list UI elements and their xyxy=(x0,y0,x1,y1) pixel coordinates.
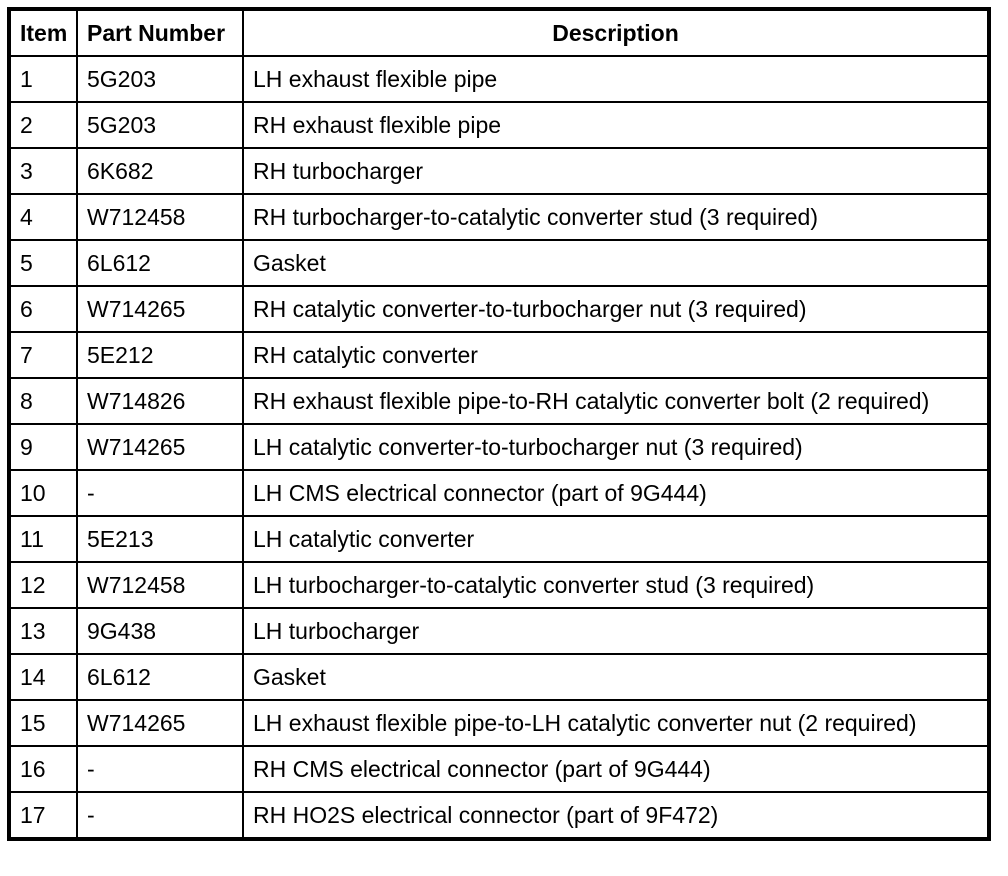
table-row: 5 6L612 Gasket xyxy=(8,239,990,287)
cell-description: RH turbocharger-to-catalytic converter s… xyxy=(242,193,990,241)
table-row: 16 - RH CMS electrical connector (part o… xyxy=(8,745,990,793)
cell-item: 8 xyxy=(8,377,78,425)
table-row: 17 - RH HO2S electrical connector (part … xyxy=(8,791,990,840)
cell-part-number: - xyxy=(76,469,244,517)
table-row: 15 W714265 LH exhaust flexible pipe-to-L… xyxy=(8,699,990,747)
cell-description: RH exhaust flexible pipe xyxy=(242,101,990,149)
cell-item: 3 xyxy=(8,147,78,195)
cell-part-number: W714265 xyxy=(76,699,244,747)
table-header: Item Part Number Description xyxy=(8,8,990,57)
column-header-description: Description xyxy=(242,8,990,57)
table-row: 1 5G203 LH exhaust flexible pipe xyxy=(8,55,990,103)
cell-part-number: 5E213 xyxy=(76,515,244,563)
cell-description: LH catalytic converter xyxy=(242,515,990,563)
table-row: 10 - LH CMS electrical connector (part o… xyxy=(8,469,990,517)
cell-item: 9 xyxy=(8,423,78,471)
cell-description: RH catalytic converter xyxy=(242,331,990,379)
cell-part-number: W712458 xyxy=(76,193,244,241)
column-header-item: Item xyxy=(8,8,78,57)
cell-part-number: 5G203 xyxy=(76,101,244,149)
table-row: 13 9G438 LH turbocharger xyxy=(8,607,990,655)
cell-description: RH catalytic converter-to-turbocharger n… xyxy=(242,285,990,333)
cell-item: 1 xyxy=(8,55,78,103)
cell-part-number: 6L612 xyxy=(76,239,244,287)
cell-part-number: 9G438 xyxy=(76,607,244,655)
cell-description: RH turbocharger xyxy=(242,147,990,195)
cell-part-number: W714265 xyxy=(76,285,244,333)
cell-description: RH HO2S electrical connector (part of 9F… xyxy=(242,791,990,840)
table-row: 9 W714265 LH catalytic converter-to-turb… xyxy=(8,423,990,471)
cell-item: 7 xyxy=(8,331,78,379)
table-row: 3 6K682 RH turbocharger xyxy=(8,147,990,195)
cell-part-number: W714826 xyxy=(76,377,244,425)
cell-description: LH exhaust flexible pipe xyxy=(242,55,990,103)
cell-item: 15 xyxy=(8,699,78,747)
cell-part-number: W712458 xyxy=(76,561,244,609)
cell-part-number: 5E212 xyxy=(76,331,244,379)
parts-list-table: Item Part Number Description 1 5G203 LH … xyxy=(7,7,991,841)
cell-item: 12 xyxy=(8,561,78,609)
table-row: 8 W714826 RH exhaust flexible pipe-to-RH… xyxy=(8,377,990,425)
cell-item: 2 xyxy=(8,101,78,149)
cell-part-number: - xyxy=(76,791,244,840)
cell-description: LH CMS electrical connector (part of 9G4… xyxy=(242,469,990,517)
cell-item: 10 xyxy=(8,469,78,517)
cell-description: Gasket xyxy=(242,653,990,701)
cell-item: 17 xyxy=(8,791,78,840)
cell-description: Gasket xyxy=(242,239,990,287)
column-header-part-number: Part Number xyxy=(76,8,244,57)
cell-item: 6 xyxy=(8,285,78,333)
cell-item: 11 xyxy=(8,515,78,563)
table-row: 14 6L612 Gasket xyxy=(8,653,990,701)
cell-description: RH exhaust flexible pipe-to-RH catalytic… xyxy=(242,377,990,425)
table-row: 7 5E212 RH catalytic converter xyxy=(8,331,990,379)
cell-item: 14 xyxy=(8,653,78,701)
cell-part-number: 5G203 xyxy=(76,55,244,103)
cell-description: LH exhaust flexible pipe-to-LH catalytic… xyxy=(242,699,990,747)
cell-description: LH catalytic converter-to-turbocharger n… xyxy=(242,423,990,471)
cell-part-number: 6K682 xyxy=(76,147,244,195)
cell-part-number: W714265 xyxy=(76,423,244,471)
table-row: 4 W712458 RH turbocharger-to-catalytic c… xyxy=(8,193,990,241)
cell-part-number: 6L612 xyxy=(76,653,244,701)
cell-description: LH turbocharger xyxy=(242,607,990,655)
table-row: 6 W714265 RH catalytic converter-to-turb… xyxy=(8,285,990,333)
cell-part-number: - xyxy=(76,745,244,793)
table-row: 2 5G203 RH exhaust flexible pipe xyxy=(8,101,990,149)
cell-item: 4 xyxy=(8,193,78,241)
table-header-row: Item Part Number Description xyxy=(8,8,990,57)
cell-description: LH turbocharger-to-catalytic converter s… xyxy=(242,561,990,609)
cell-item: 13 xyxy=(8,607,78,655)
cell-item: 5 xyxy=(8,239,78,287)
cell-description: RH CMS electrical connector (part of 9G4… xyxy=(242,745,990,793)
table-body: 1 5G203 LH exhaust flexible pipe 2 5G203… xyxy=(8,55,990,840)
table-row: 12 W712458 LH turbocharger-to-catalytic … xyxy=(8,561,990,609)
table-row: 11 5E213 LH catalytic converter xyxy=(8,515,990,563)
cell-item: 16 xyxy=(8,745,78,793)
